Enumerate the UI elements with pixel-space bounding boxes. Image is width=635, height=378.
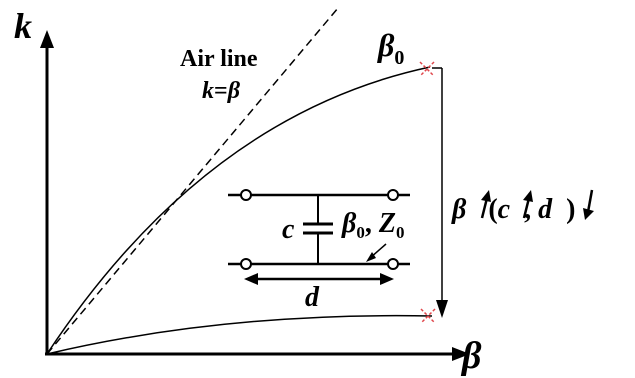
line-parameters-label: β0, Z0 [341,208,404,242]
shift-arrowhead [436,300,448,318]
length-arrow-right [380,273,394,285]
lower-operating-point-marker [420,308,436,324]
air-line [46,7,339,355]
shift-annotation: β(c, d) [451,194,575,225]
beta0-label: β0 [377,27,404,69]
lower-dispersion-curve [46,314,433,355]
air-line-equation: k=β [202,78,241,104]
top-right-terminal [387,189,399,201]
transmission-line-circuit: c β0, Z0 d [228,189,410,313]
y-axis-label: k [14,6,32,46]
parameter-pointer-head [366,252,376,262]
d-decrease-arrow-icon [583,189,594,220]
air-line-title: Air line [180,46,258,72]
capacitor-label: c [282,214,295,245]
upper-dispersion-curve [46,66,431,355]
bottom-left-terminal [240,258,252,270]
length-label: d [305,282,320,313]
bottom-right-terminal [387,258,399,270]
c-increase-arrow-icon [522,190,533,219]
beta-increase-arrow-icon [480,190,491,219]
length-arrow-left [244,273,258,285]
y-axis-arrowhead [40,30,54,48]
x-axis-arrowhead [452,347,470,361]
upper-operating-point-marker [419,61,435,77]
x-axis-label: β [460,335,482,377]
top-left-terminal [240,189,252,201]
